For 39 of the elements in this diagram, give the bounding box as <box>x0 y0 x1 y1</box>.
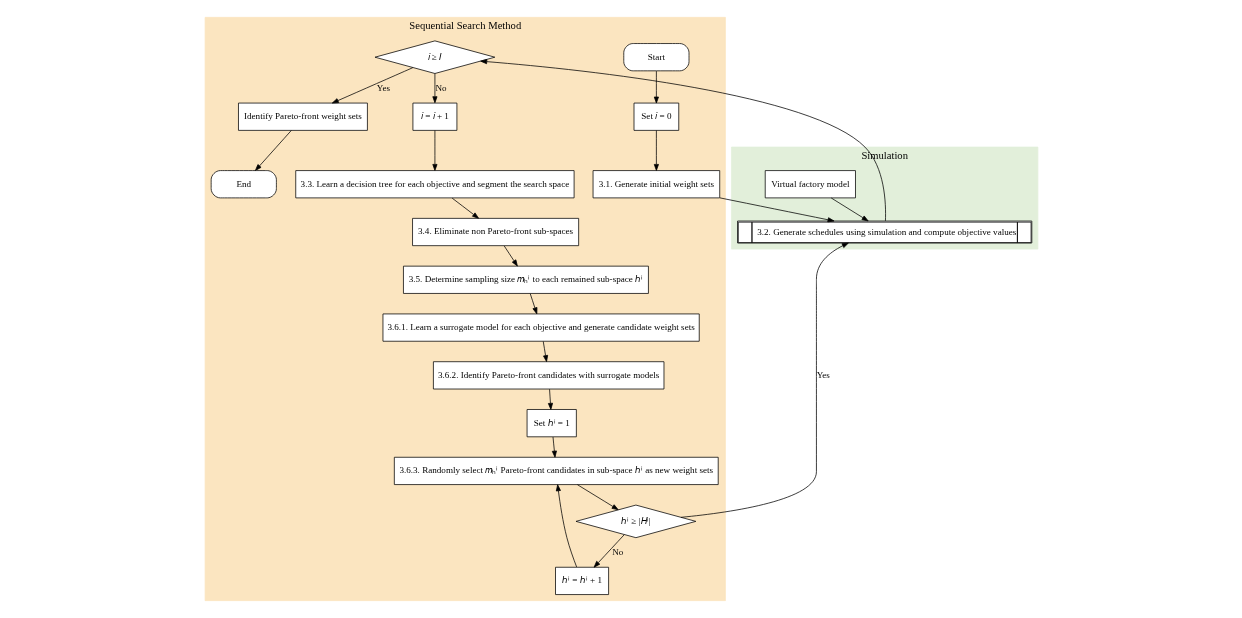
arrow <box>593 534 625 568</box>
node-box: Virtual factory model <box>764 170 856 199</box>
edge-label: No <box>434 82 447 93</box>
node-box: End <box>210 170 277 199</box>
node-box: 3.3. Learn a decision tree for each objective and segment the search space <box>294 170 574 199</box>
arrow <box>431 130 437 171</box>
node-box: 𝑖 = 𝑖 + 1 <box>412 102 457 131</box>
node-diamond: 𝑖 ≥ 𝐼 <box>374 40 495 74</box>
node-box: 3.5. Determine sampling size 𝑚ₕⁱ to each remained sub-space ℎⁱ <box>402 265 649 294</box>
arrow <box>680 242 849 518</box>
edge-label: Yes <box>376 82 390 93</box>
arrow <box>719 197 834 223</box>
arrow <box>529 293 537 315</box>
arrow <box>254 130 292 171</box>
node-box: 3.1. Generate initial weight sets <box>592 170 720 199</box>
node-box: ℎⁱ = ℎⁱ + 1 <box>554 566 609 595</box>
edge-label: No <box>611 546 623 557</box>
edge-label: Yes <box>816 369 830 380</box>
arrow <box>451 197 479 219</box>
node-box: Identify Pareto-front weight sets <box>237 102 368 131</box>
node-box: 3.6.2. Identify Pareto-front candidates with surrogate models <box>432 361 664 390</box>
node-box: Set 𝑖 = 0 <box>633 102 679 131</box>
node-box: 3.4. Eliminate non Pareto-front sub-spaces <box>411 218 579 247</box>
arrow <box>830 197 869 222</box>
node-box: Set ℎⁱ = 1 <box>526 409 577 438</box>
arrow <box>555 484 577 568</box>
arrow <box>551 436 557 458</box>
node-box: 3.6.3. Randomly select 𝑚ₕⁱ Pareto-front candidates in sub-space ℎⁱ as new weight sets <box>393 456 719 485</box>
arrow <box>576 484 619 511</box>
arrow <box>431 73 437 104</box>
arrow <box>542 341 548 362</box>
arrow <box>479 59 886 222</box>
arrow <box>547 388 553 410</box>
arrow <box>331 67 413 104</box>
node-box: Start <box>622 43 689 72</box>
arrow <box>503 245 518 267</box>
node-box: 3.6.1. Learn a surrogate model for each objective and generate candidate weight sets <box>382 313 700 342</box>
arrow <box>653 70 659 104</box>
arrow <box>653 130 659 171</box>
